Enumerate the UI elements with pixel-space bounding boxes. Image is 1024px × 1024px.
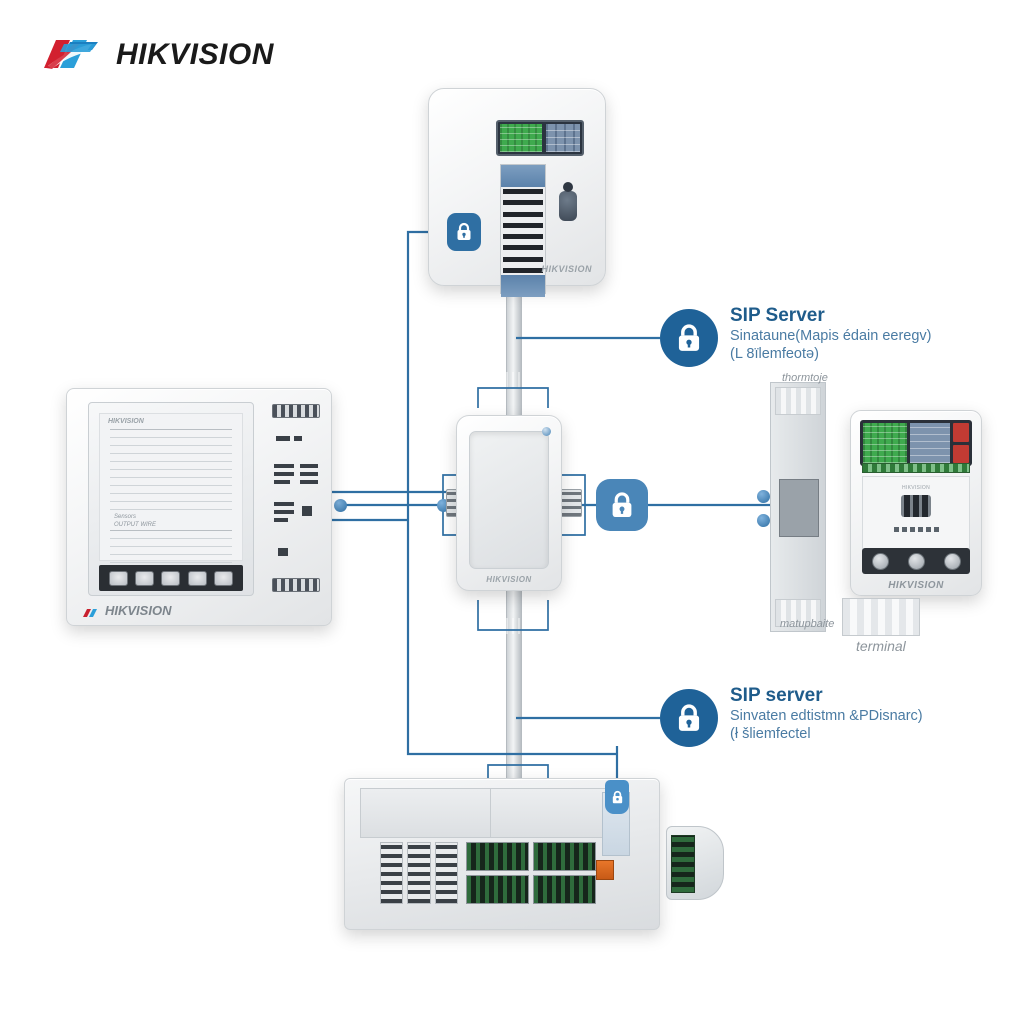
rail-teeth-top <box>775 387 821 415</box>
socket[interactable] <box>108 570 128 586</box>
hikvision-logo-icon <box>82 606 100 617</box>
badge-center-lock[interactable] <box>596 479 648 531</box>
terminal-cap-bottom <box>501 275 545 297</box>
terminal-strip <box>500 164 546 297</box>
port-column[interactable] <box>434 842 458 904</box>
card-slot[interactable] <box>533 842 596 871</box>
connector-node <box>757 514 770 527</box>
lock-icon <box>457 222 471 240</box>
label-subtitle-2: (ł šliemfectel <box>730 726 811 743</box>
alarm-button-group[interactable] <box>953 423 969 463</box>
button-bar[interactable] <box>862 548 970 574</box>
badge-bottom-chassis-lock[interactable] <box>605 780 629 814</box>
enclosure-door[interactable]: HIKVISION Sensors OUTPUT WIRE <box>88 402 254 596</box>
label-title: SIP Server <box>730 305 825 326</box>
enclosure-brand-text: HIKVISION <box>105 603 172 618</box>
lcd-blue-keypad <box>546 124 580 152</box>
label-subtitle-1: Sinvaten edtistmn &PDisnarc) <box>730 707 923 724</box>
controller-display <box>860 420 972 466</box>
port-column[interactable] <box>380 842 404 904</box>
green-pcb <box>671 835 695 893</box>
connector-node <box>334 499 347 512</box>
lock-icon <box>678 703 700 731</box>
center-brand-text: HIKVISION <box>486 575 532 584</box>
control-button[interactable] <box>943 552 961 570</box>
din-rail-assembly <box>770 382 826 632</box>
lcd-green-screen <box>496 120 584 156</box>
terminal-label: terminal <box>856 638 906 654</box>
terminal-cap-top <box>501 165 545 187</box>
wire-to-top-panel-lock <box>406 230 447 700</box>
bottom-connector-block <box>272 578 320 592</box>
card-slot-group[interactable] <box>466 842 596 904</box>
lcd-green-screen <box>863 423 907 463</box>
connector-socket[interactable] <box>901 495 931 517</box>
lock-icon <box>612 790 622 803</box>
socket[interactable] <box>187 570 207 586</box>
wall-mounted-controller[interactable]: HIKVISION HIKVISION <box>850 410 982 596</box>
control-button[interactable] <box>871 552 889 570</box>
controller-face: HIKVISION <box>862 476 970 554</box>
top-connector-block <box>272 404 320 418</box>
socket[interactable] <box>214 570 234 586</box>
center-panel-face <box>469 431 549 569</box>
badge-sip-top-lock[interactable] <box>660 309 718 367</box>
port-column[interactable] <box>407 842 431 904</box>
sheet-caption-2: OUTPUT WIRE <box>114 522 156 528</box>
orange-reset-button[interactable] <box>596 860 614 880</box>
label-subtitle-2: (L 8ïlemfeotə) <box>730 346 819 363</box>
conduit-bottom <box>506 586 522 794</box>
wire-left-to-bottom <box>406 700 617 756</box>
lock-icon <box>612 491 632 517</box>
label-sip-server-bottom: SIP server Sinvaten edtistmn &PDisnarc) … <box>730 685 923 744</box>
socket[interactable] <box>135 570 155 586</box>
terminal-connector-block <box>842 598 920 636</box>
enclosure-bottom-logo: HIKVISION <box>82 603 171 618</box>
rail-module <box>779 479 819 537</box>
card-slot[interactable] <box>466 842 529 871</box>
green-terminal-strip <box>862 463 970 473</box>
chassis-top-bay <box>360 788 620 838</box>
led-row <box>863 527 969 532</box>
status-indicator-dot <box>542 427 551 436</box>
rail-teeth-bottom <box>775 599 821 627</box>
wall-control-panel[interactable]: HIKVISION <box>428 88 606 297</box>
label-sip-server-top: SIP Server Sinataune(Mapis édain eeregv)… <box>730 305 932 364</box>
round-end-module <box>666 826 724 900</box>
internal-schematic <box>266 402 326 594</box>
socket-row[interactable] <box>99 565 243 591</box>
card-slot[interactable] <box>533 875 596 904</box>
sheet-caption-1: Sensors <box>114 514 137 520</box>
badge-top-panel-lock[interactable] <box>447 213 481 251</box>
card-slot[interactable] <box>466 875 529 904</box>
sheet-table-top <box>110 429 232 510</box>
blank-junction-panel[interactable]: HIKVISION <box>456 415 562 591</box>
controller-brand-text: HIKVISION <box>888 580 944 591</box>
lcd-blue-panel <box>910 423 950 463</box>
conduit-top <box>506 282 522 422</box>
terminal-rows <box>501 187 545 275</box>
hikvision-enclosure-panel[interactable]: HIKVISION Sensors OUTPUT WIRE <box>66 388 332 626</box>
rail-label-top: thormtoje <box>782 372 828 384</box>
badge-sip-bottom-lock[interactable] <box>660 689 718 747</box>
selector-knob[interactable] <box>559 182 577 221</box>
device-brand-top: HIKVISION <box>541 264 592 274</box>
socket[interactable] <box>161 570 181 586</box>
sheet-header: HIKVISION <box>108 418 144 425</box>
lcd-green-area <box>500 124 543 152</box>
lock-icon <box>678 323 700 351</box>
hikvision-wordmark: HIKVISION <box>116 38 274 71</box>
connector-node <box>757 490 770 503</box>
label-subtitle-1: Sinataune(Mapis édain eeregv) <box>730 327 932 344</box>
control-button[interactable] <box>907 552 925 570</box>
controller-face-label: HIKVISION <box>902 485 930 491</box>
hikvision-logo: HIKVISION <box>40 38 274 72</box>
rail-label-bottom: matupbaite <box>780 618 835 630</box>
conduit-coupler-top <box>500 372 528 388</box>
rack-chassis-unit[interactable] <box>344 778 660 930</box>
hikvision-logo-icon <box>40 38 106 72</box>
label-title: SIP server <box>730 685 823 706</box>
port-block-group[interactable] <box>380 842 458 904</box>
door-label-sheet: HIKVISION Sensors OUTPUT WIRE <box>99 413 243 579</box>
